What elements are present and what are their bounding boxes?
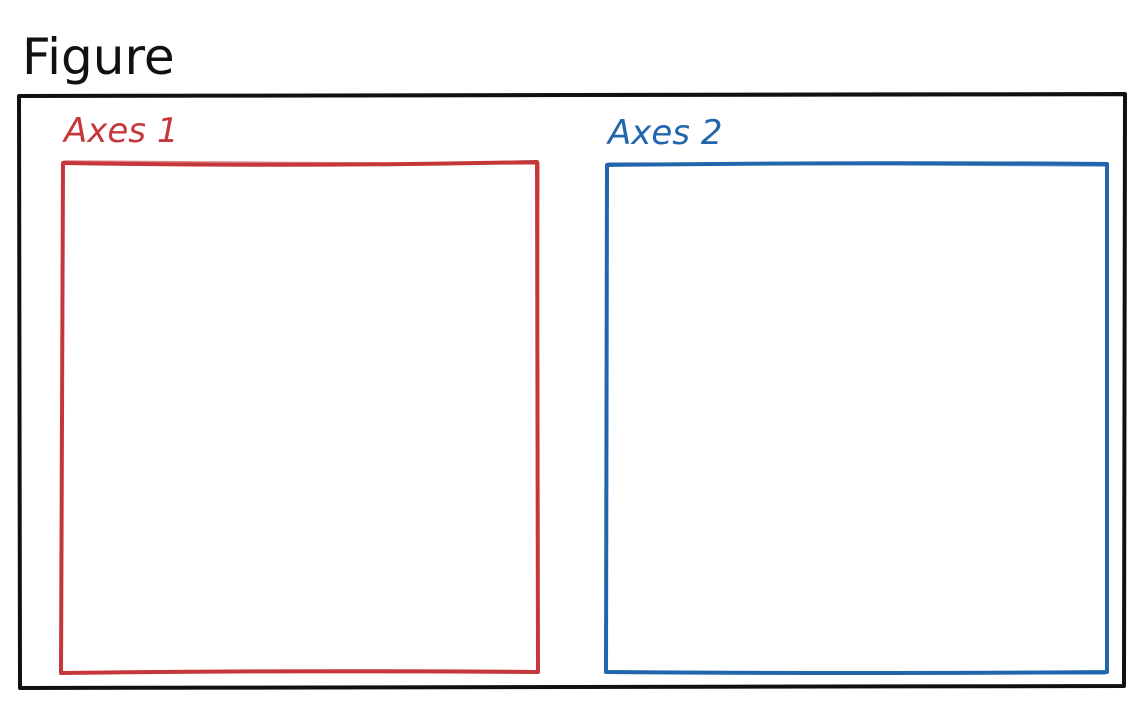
figure-frame: [17, 92, 1127, 690]
axes-2-box-sketch: [604, 162, 1109, 675]
figure-title: Figure: [22, 28, 175, 86]
axes-2-box: [604, 161, 1109, 675]
axes-2-label: Axes 2: [606, 113, 722, 153]
figure-frame-sketch: [17, 94, 1126, 688]
axes-1-box-sketch: [59, 160, 540, 674]
axes-1-label: Axes 1: [62, 111, 178, 151]
axes-1-box: [59, 160, 540, 675]
